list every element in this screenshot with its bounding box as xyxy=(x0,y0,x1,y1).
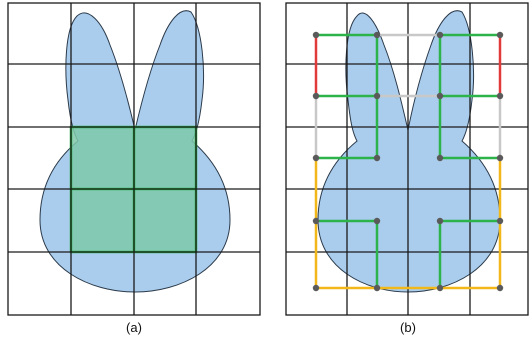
vertex xyxy=(373,154,381,162)
vertex xyxy=(436,31,444,39)
panel-b-caption: (b) xyxy=(400,320,416,335)
vertex xyxy=(496,92,504,100)
panel-a-caption: (a) xyxy=(126,320,142,335)
vertex xyxy=(373,284,381,292)
vertex xyxy=(496,284,504,292)
vertex xyxy=(312,154,320,162)
red-edges xyxy=(314,35,502,96)
vertex xyxy=(373,217,381,225)
vertex xyxy=(312,92,320,100)
vertices xyxy=(312,31,504,292)
vertex xyxy=(436,284,444,292)
vertex xyxy=(496,31,504,39)
vertex xyxy=(312,284,320,292)
vertex xyxy=(496,217,504,225)
vertex xyxy=(436,217,444,225)
vertex xyxy=(373,92,381,100)
vertex xyxy=(312,217,320,225)
vertex xyxy=(312,31,320,39)
panel-b: (b) xyxy=(285,2,529,335)
gray-edges xyxy=(314,33,502,158)
vertex xyxy=(436,92,444,100)
vertex xyxy=(436,154,444,162)
grid-a xyxy=(7,2,261,316)
vertex xyxy=(373,31,381,39)
panel-a: (a) xyxy=(7,2,262,335)
vertex xyxy=(496,154,504,162)
